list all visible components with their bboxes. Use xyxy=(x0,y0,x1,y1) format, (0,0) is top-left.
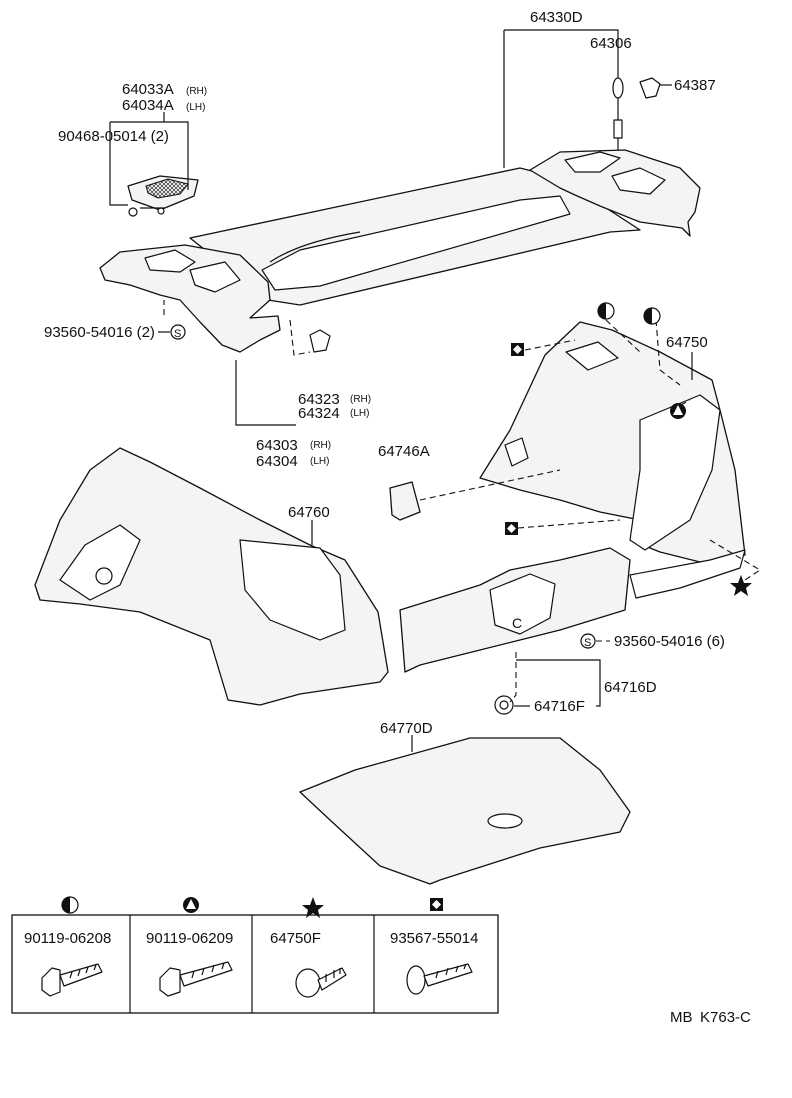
legend-part-3: 64750F xyxy=(270,930,321,947)
label-64324-side: (LH) xyxy=(350,408,369,419)
push-clip-icon xyxy=(295,967,347,998)
label-64033A: 64033A xyxy=(122,81,174,98)
footer-code-ref: K763-C xyxy=(700,1009,751,1026)
cover-64746A xyxy=(389,481,421,521)
clip-64323 xyxy=(309,329,331,353)
trunk-side-trim-rh xyxy=(479,321,746,563)
legend-part-4: 93567-55014 xyxy=(390,930,478,947)
label-64324: 64324 xyxy=(298,405,340,422)
footer-code-mb: MB xyxy=(670,1009,693,1026)
diamond-square-icon xyxy=(430,898,443,911)
s-circle-icon: S xyxy=(580,633,596,649)
trunk-side-trim-lh xyxy=(34,447,389,706)
fastener-legend: 90119-06208 90119-06209 64750F 93567-550… xyxy=(11,896,499,1014)
diamond-square-icon xyxy=(511,343,524,356)
rear-panel-trim xyxy=(399,547,746,673)
label-64330D: 64330D xyxy=(530,9,583,26)
s-marker-right: S xyxy=(584,637,591,649)
trunk-mat xyxy=(299,737,631,885)
label-64716D: 64716D xyxy=(604,679,657,696)
package-tray-trim xyxy=(189,167,641,306)
washer-screw-icon xyxy=(406,963,473,995)
half-circle-icon xyxy=(597,302,615,320)
label-93560-2: 93560-54016 (2) xyxy=(44,324,155,341)
label-64323-side: (RH) xyxy=(350,394,371,405)
tray-bracket-left xyxy=(99,244,281,353)
tray-bracket-right xyxy=(529,149,701,237)
label-64304: 64304 xyxy=(256,453,298,470)
label-64323: 64323 xyxy=(298,391,340,408)
label-64750: 64750 xyxy=(666,334,708,351)
reference-symbols: S S C xyxy=(170,302,752,649)
label-64760: 64760 xyxy=(288,504,330,521)
diamond-square-icon xyxy=(505,522,518,535)
s-marker-left: S xyxy=(174,328,181,340)
label-64034A: 64034A xyxy=(122,97,174,114)
legend-part-1: 90119-06208 xyxy=(24,930,111,947)
speaker-grille xyxy=(127,175,199,217)
label-64746A: 64746A xyxy=(378,443,430,460)
triangle-circle-icon xyxy=(183,897,199,913)
label-64306: 64306 xyxy=(590,35,632,52)
star-icon xyxy=(730,575,752,596)
leader-lines xyxy=(109,29,762,752)
flange-bolt-icon xyxy=(159,961,233,997)
label-64387: 64387 xyxy=(674,77,716,94)
rod-64306 xyxy=(612,55,624,150)
triangle-circle-icon xyxy=(670,403,686,419)
push-clip-64716F xyxy=(494,695,514,715)
label-90468: 90468-05014 (2) xyxy=(58,128,169,145)
label-64303-side: (RH) xyxy=(310,440,331,451)
label-64770D: 64770D xyxy=(380,720,433,737)
half-circle-icon xyxy=(643,307,661,325)
part-labels: 64330D 64306 64387 64033A (RH) 64034A (L… xyxy=(44,9,725,737)
half-circle-icon xyxy=(61,896,79,914)
label-93560-6: 93560-54016 (6) xyxy=(614,633,725,650)
legend-part-2: 90119-06209 xyxy=(146,930,233,947)
label-64033A-side: (RH) xyxy=(186,86,207,97)
flange-bolt-icon xyxy=(41,963,103,997)
label-64303: 64303 xyxy=(256,437,298,454)
label-64034A-side: (LH) xyxy=(186,102,205,113)
s-circle-icon: S xyxy=(170,324,186,340)
label-64716F: 64716F xyxy=(534,698,585,715)
star-icon xyxy=(302,897,324,918)
clip-64387 xyxy=(639,77,661,99)
label-64304-side: (LH) xyxy=(310,456,329,467)
c-marker: C xyxy=(512,615,522,631)
